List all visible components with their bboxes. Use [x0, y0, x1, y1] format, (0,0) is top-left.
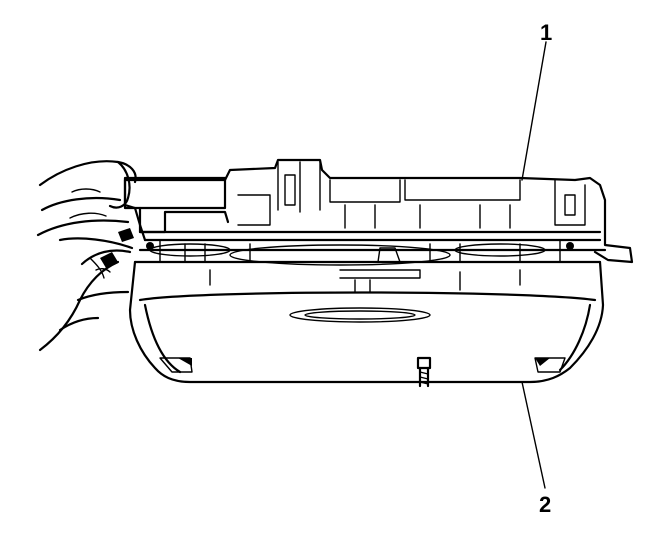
leader-line-1 [521, 41, 547, 181]
leader-lines [521, 41, 547, 489]
cluster-rear-housing [123, 158, 634, 264]
cluster-frame [133, 239, 607, 293]
hands [36, 160, 137, 352]
callout-1: 1 [540, 20, 552, 45]
leader-line-2 [521, 381, 546, 489]
cluster-lens [128, 260, 605, 388]
callout-2: 2 [539, 492, 551, 517]
